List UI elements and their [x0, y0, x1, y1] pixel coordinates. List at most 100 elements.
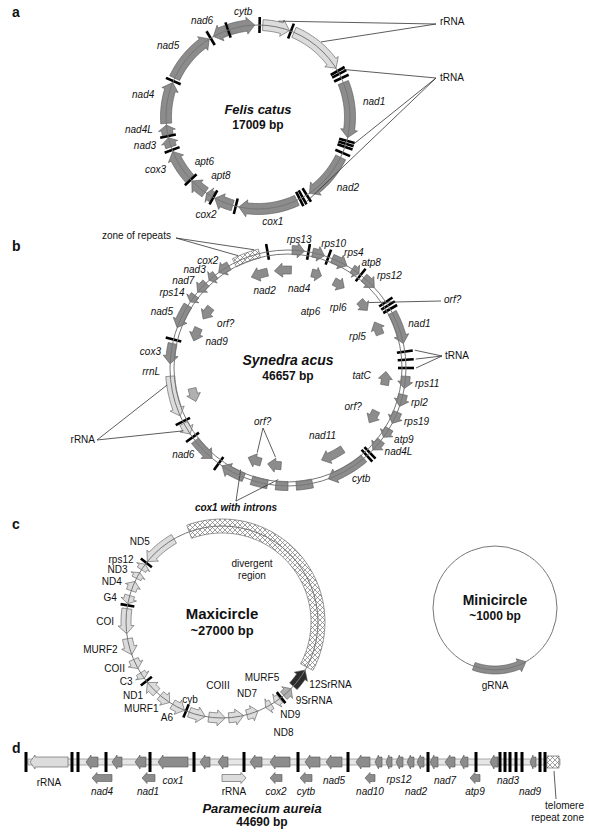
trna-tick: [77, 752, 80, 772]
gene-label: nad9: [205, 336, 227, 348]
gene-arrow: [228, 17, 255, 34]
gene-label: rpl2: [411, 397, 428, 409]
gene-arrow: [365, 773, 375, 784]
annotation-label: telomere repeat zone: [528, 800, 584, 824]
gene-arrow: [386, 755, 392, 769]
genome-line: [174, 254, 402, 482]
gene-arrow: [222, 773, 246, 784]
gene-label: nad1: [363, 96, 385, 108]
genome-line: [126, 526, 318, 718]
gene-label: nad4: [91, 786, 113, 798]
gene-arrow: [445, 755, 455, 769]
trna-tick: [504, 752, 507, 772]
genome-name: Felis catus: [224, 102, 291, 118]
trna-tick: [243, 752, 246, 772]
trna-tick: [105, 752, 108, 772]
gene-arrow: [311, 267, 322, 280]
genome-name: Synedra acus: [242, 352, 333, 369]
gene-arrow: [357, 298, 369, 310]
gene-arrow: [161, 83, 179, 124]
gene-arrow: [396, 755, 403, 769]
gene-arrow: [338, 80, 357, 137]
annotation-label: tRNA: [445, 350, 469, 362]
gene-label: rps12: [386, 774, 411, 786]
trna-tick: [521, 752, 524, 772]
gene-label: rps13: [287, 234, 312, 246]
gene-label: ND9: [280, 709, 300, 721]
gene-label: atp6: [301, 306, 320, 318]
leader-line: [236, 480, 278, 501]
trna-tick: [25, 752, 28, 772]
gene-label: gRNA: [482, 680, 509, 692]
gene-label: cox1: [162, 775, 183, 787]
leader-line: [97, 385, 167, 440]
gene-arrows: [118, 17, 526, 726]
telomere-zone: [547, 756, 559, 768]
gene-arrow: [263, 20, 290, 37]
gene-label: nad7: [434, 775, 456, 787]
gene-arrow: [158, 755, 188, 769]
leader-line: [176, 238, 238, 256]
gene-label: ND3: [108, 564, 128, 576]
gene-label: orf?: [345, 401, 362, 413]
trna-tick: [297, 752, 300, 772]
gene-label: ND1: [123, 690, 143, 702]
gene-label: nad2: [405, 786, 427, 798]
gene-label: nad4: [132, 89, 154, 101]
gene-label: rps11: [415, 378, 439, 390]
gene-arrow: [92, 773, 112, 784]
gene-label: cox1: [262, 216, 283, 228]
trna-tick: [539, 752, 542, 772]
annotation-label: tRNA: [440, 72, 464, 84]
gene-label: apt8: [211, 170, 230, 182]
gene-arrow: [30, 755, 68, 769]
annotation-label: zone of repeats: [102, 230, 171, 242]
gene-label: cytb: [352, 473, 370, 485]
gene-label: nad1: [408, 318, 430, 330]
gene-label: tatC: [352, 370, 370, 382]
trna-tick: [193, 752, 196, 772]
genome-size: 17009 bp: [232, 118, 283, 132]
leader-line: [97, 431, 183, 440]
trna-tick: [149, 752, 152, 772]
gene-arrow: [190, 327, 203, 341]
trna-tick: [544, 752, 547, 772]
gene-label: MURF5: [245, 672, 279, 684]
gene-label: ND8: [274, 727, 294, 739]
gene-arrow: [86, 755, 98, 769]
leader-line: [176, 238, 254, 250]
trna-tick: [509, 752, 512, 772]
genome-size: 46657 bp: [262, 369, 313, 383]
species-name: Paramecium aureia: [202, 801, 321, 816]
gene-label: nad6: [191, 15, 213, 27]
gene-label: ND7: [237, 688, 257, 700]
genome-line: [166, 25, 350, 209]
gene-arrow: [112, 755, 122, 769]
trna-tick: [515, 752, 518, 772]
gene-arrow: [430, 755, 438, 769]
gene-label: nad11: [309, 430, 336, 442]
gene-arrow: [142, 773, 155, 784]
gene-label: cox3: [140, 346, 161, 358]
gene-label: ND4: [102, 576, 122, 588]
gene-arrow: [218, 755, 228, 769]
gene-arrow: [472, 659, 526, 674]
gene-label: nad4: [288, 283, 310, 295]
gene-label: rps19: [404, 416, 429, 428]
genome-size: 44690 bp: [236, 815, 287, 829]
gene-arrow: [135, 755, 146, 769]
gene-label: rps10: [321, 238, 346, 250]
gene-arrow: [250, 755, 262, 769]
gene-arrow: [417, 755, 424, 769]
gene-arrow: [326, 755, 342, 769]
leader-line: [306, 78, 436, 203]
gene-arrow: [248, 454, 262, 467]
linear-map: [25, 752, 561, 784]
gene-label: nad3: [497, 775, 519, 787]
gene-arrow: [378, 371, 392, 385]
gene-label: nad1: [137, 786, 159, 798]
annotation-label: rRNA: [440, 16, 464, 28]
gene-label: COII: [104, 663, 125, 675]
gene-label: atp8: [361, 257, 380, 269]
gene-arrow: [251, 268, 268, 281]
